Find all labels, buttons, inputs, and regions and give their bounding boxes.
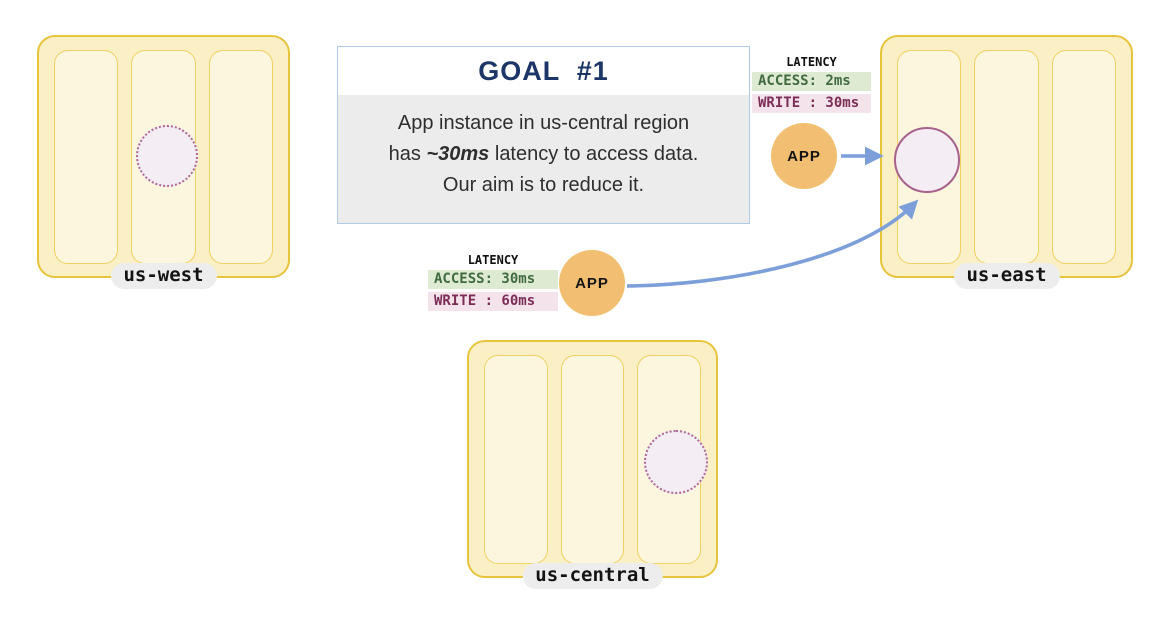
- availability-zone: [54, 50, 119, 264]
- latency-panel-us-east-app: LATENCY ACCESS: 2ms WRITE : 30ms: [752, 55, 871, 116]
- latency-title: LATENCY: [786, 55, 837, 69]
- goal-title: GOAL #1: [478, 55, 609, 86]
- region-us-central: us-central: [467, 340, 718, 589]
- goal-header: GOAL #1: [338, 47, 749, 95]
- availability-zone: [484, 355, 548, 564]
- latency-write-badge: WRITE : 60ms: [428, 292, 558, 311]
- availability-zone: [1051, 50, 1116, 264]
- goal-line-1: App instance in us-central region: [397, 112, 690, 134]
- database-placeholder-circle-icon: [136, 125, 198, 187]
- availability-zone: [560, 355, 625, 564]
- goal-body-text: App instance in us-central region has ~3…: [338, 95, 749, 223]
- availability-zone: [637, 355, 708, 564]
- region-label-us-central: us-central: [522, 563, 663, 589]
- region-label-us-east: us-east: [953, 263, 1060, 289]
- database-circle-icon: [894, 127, 960, 193]
- latency-write-badge: WRITE : 30ms: [752, 94, 871, 113]
- goal-line-2: has ~30ms latency to access data.: [388, 143, 699, 165]
- availability-zone: [894, 50, 962, 264]
- app-instance-us-central: APP: [559, 250, 625, 316]
- region-label-us-west: us-west: [110, 263, 217, 289]
- latency-access-badge: ACCESS: 30ms: [428, 270, 558, 289]
- latency-title: LATENCY: [467, 253, 519, 267]
- goal-note: GOAL #1 App instance in us-central regio…: [337, 46, 750, 224]
- availability-zone: [974, 50, 1039, 264]
- goal-line-3: Our aim is to reduce it.: [442, 174, 645, 196]
- region-us-west: us-west: [37, 35, 290, 289]
- latency-access-badge: ACCESS: 2ms: [752, 72, 871, 91]
- latency-panel-us-central-app: LATENCY ACCESS: 30ms WRITE : 60ms: [428, 253, 558, 314]
- goal-latency-emphasis: ~30ms: [426, 143, 490, 165]
- database-placeholder-circle-icon: [644, 430, 708, 494]
- app-instance-us-east: APP: [771, 123, 837, 189]
- app-label: APP: [575, 274, 609, 292]
- availability-zone: [208, 50, 273, 264]
- region-us-east: us-east: [880, 35, 1133, 289]
- app-label: APP: [787, 147, 821, 165]
- availability-zone: [131, 50, 198, 264]
